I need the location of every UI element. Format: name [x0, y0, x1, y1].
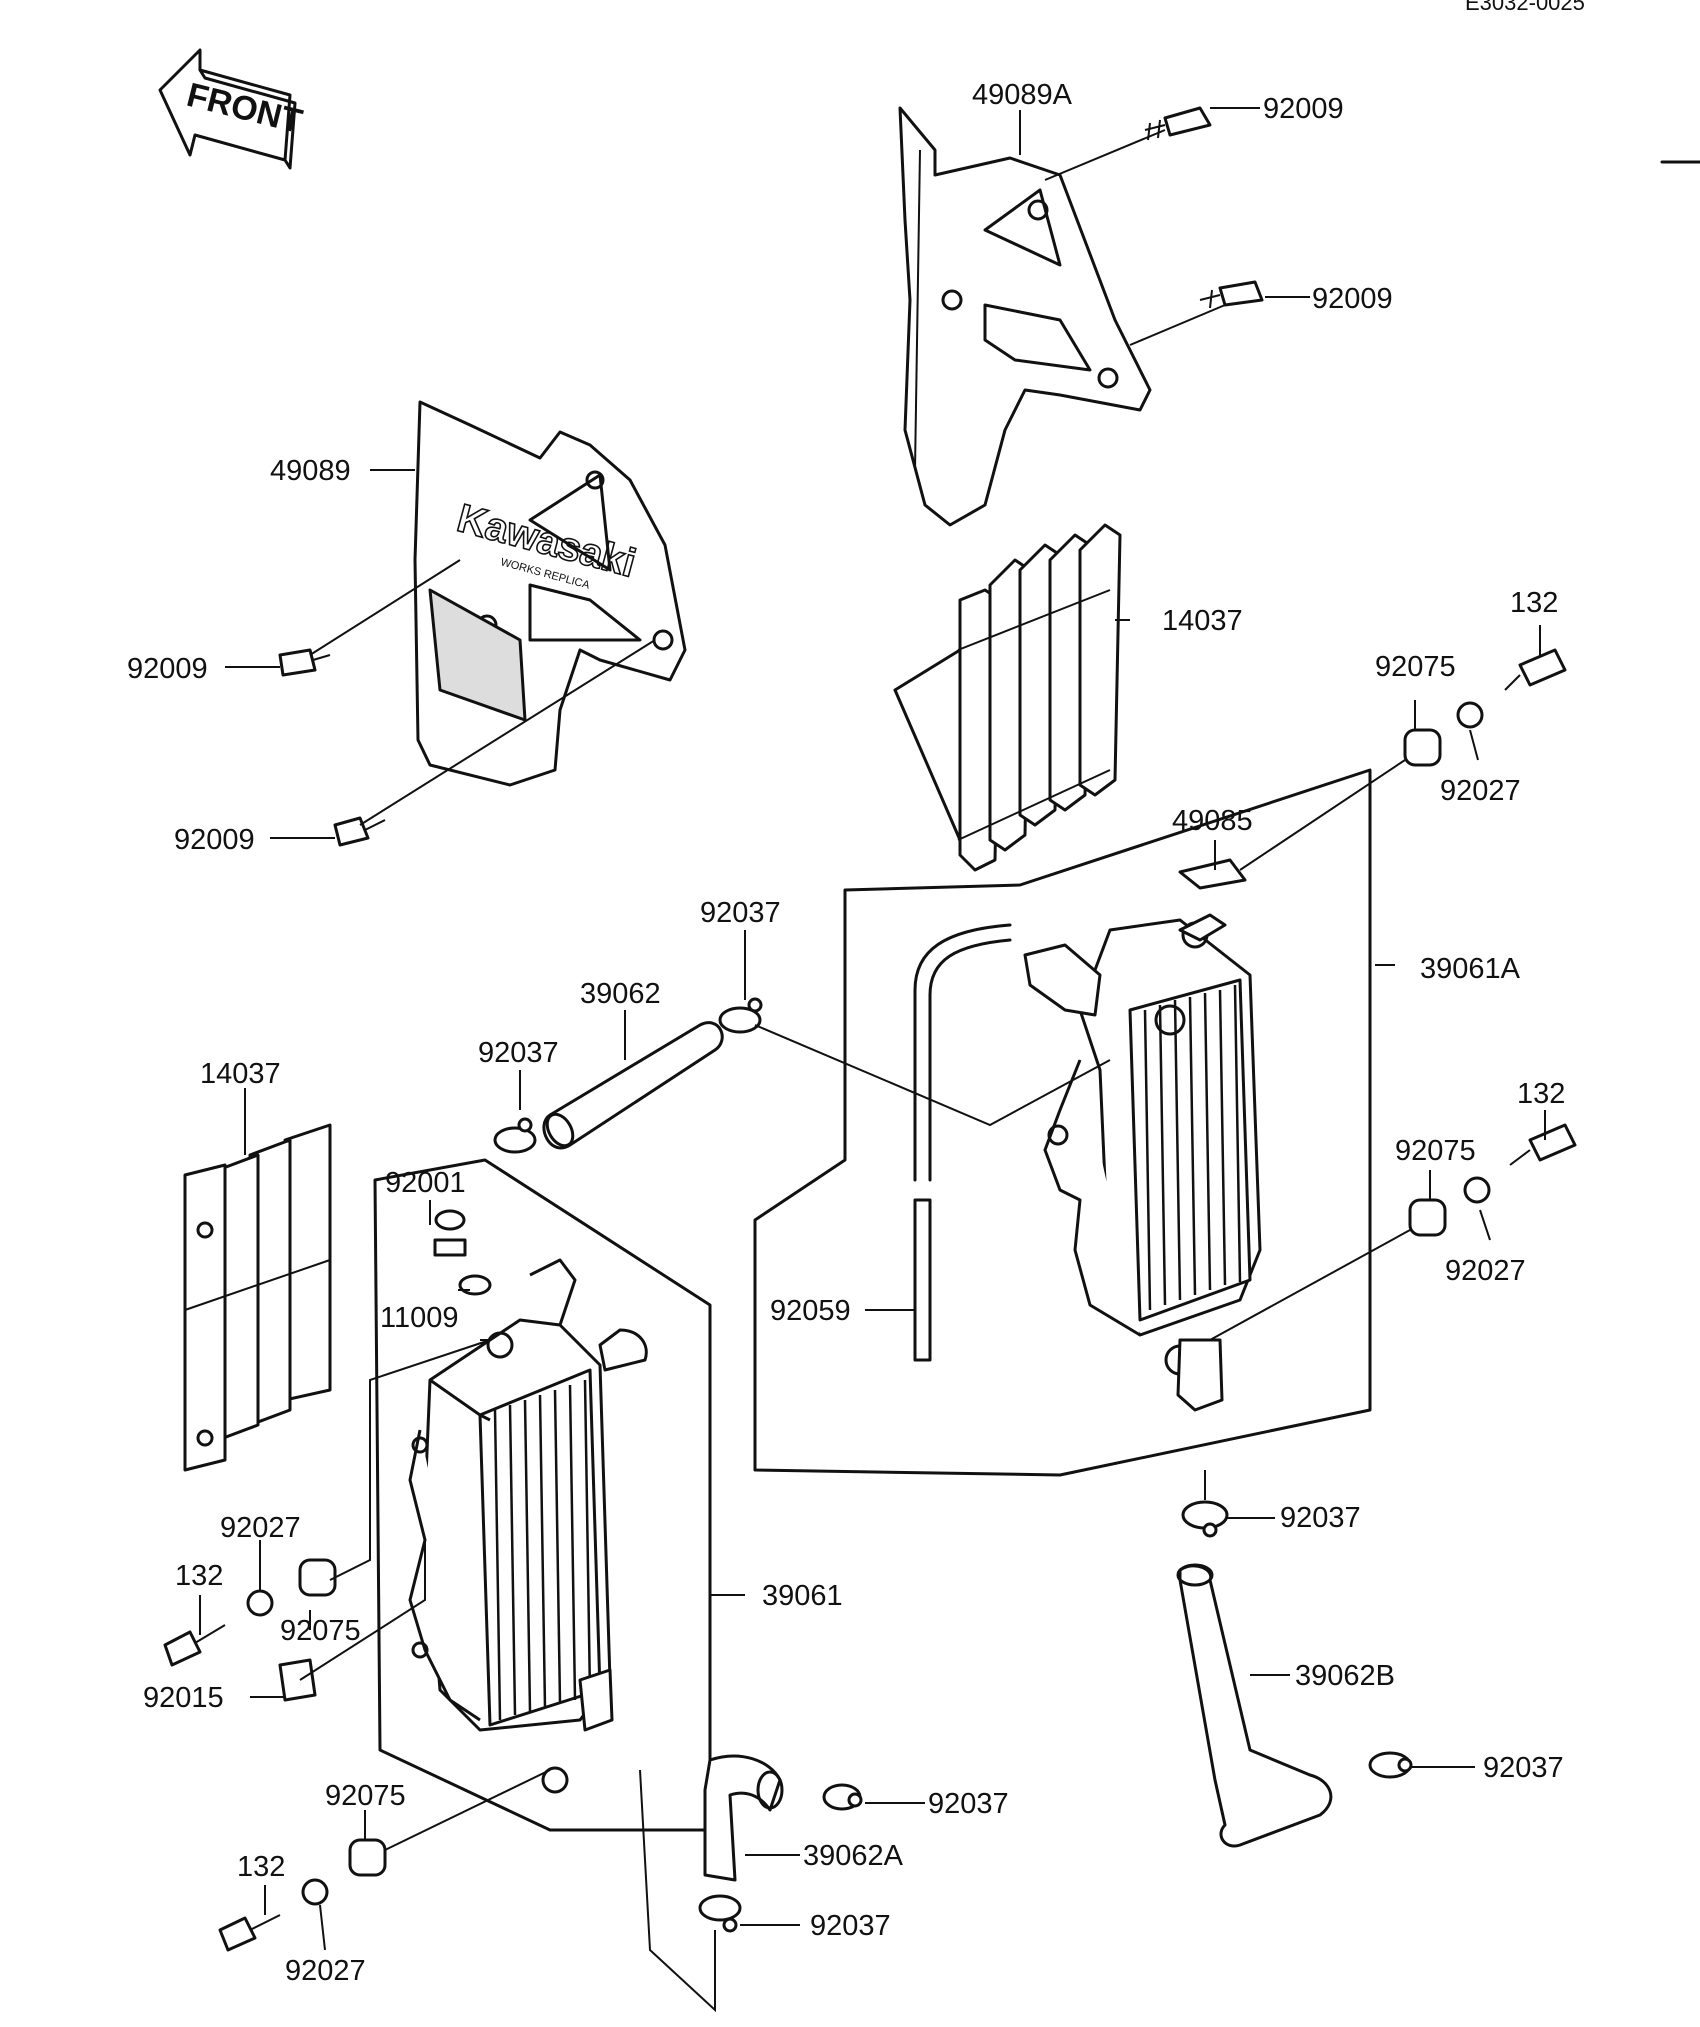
front-arrow-icon: FRONT	[158, 48, 306, 170]
clamp-icon	[493, 997, 1413, 1933]
label-14037-a: 14037	[1162, 605, 1243, 637]
label-14037-b: 14037	[200, 1058, 281, 1090]
hose-39062	[542, 1021, 724, 1150]
label-92059: 92059	[770, 1295, 851, 1327]
label-132-a: 132	[1510, 587, 1558, 619]
label-132-c: 132	[175, 1560, 223, 1592]
bolt-icon	[163, 106, 1577, 1952]
label-92075-c: 92075	[280, 1615, 361, 1647]
overflow-tube-92059	[913, 923, 1012, 1362]
grommet-icon	[246, 701, 1491, 1906]
label-92027-a: 92027	[1440, 775, 1521, 807]
label-92009-a: 92009	[1263, 93, 1344, 125]
label-92027-b: 92027	[1445, 1255, 1526, 1287]
diagram-code: E3032-0025	[1465, 0, 1585, 15]
radiator-left	[373, 1158, 712, 1832]
label-92009-b: 92009	[1312, 283, 1393, 315]
radiator-guard-right	[893, 523, 1122, 872]
label-92037-c: 92037	[1280, 1502, 1361, 1534]
label-92027-d: 92027	[285, 1955, 366, 1987]
part-labels: 49089A 92009 92009 49089 92009 92009 140…	[127, 79, 1565, 1987]
hose-39062b	[1176, 1563, 1333, 1848]
label-49089: 49089	[270, 455, 351, 487]
radiator-right	[753, 768, 1372, 1477]
label-92037-b: 92037	[478, 1037, 559, 1069]
label-39062a: 39062A	[803, 1840, 904, 1872]
label-92009-c: 92009	[127, 653, 208, 685]
radiator-guard-left	[183, 1123, 332, 1472]
label-92075-a: 92075	[1375, 651, 1456, 683]
label-132-d: 132	[237, 1851, 285, 1883]
label-39061: 39061	[762, 1580, 843, 1612]
label-11009: 11009	[380, 1302, 459, 1334]
label-49085: 49085	[1172, 805, 1253, 837]
label-132-b: 132	[1517, 1078, 1565, 1110]
label-49089a: 49089A	[972, 79, 1073, 111]
label-92075-d: 92075	[325, 1780, 406, 1812]
label-39062b: 39062B	[1295, 1660, 1395, 1692]
label-92075-b: 92075	[1395, 1135, 1476, 1167]
shroud-49089: Kawasaki WORKS REPLICA	[413, 400, 687, 787]
label-92027-c: 92027	[220, 1512, 301, 1544]
label-92037-f: 92037	[810, 1910, 891, 1942]
shroud-49089a	[898, 106, 1152, 527]
pad-49085	[1178, 858, 1247, 890]
label-92037-d: 92037	[1483, 1752, 1564, 1784]
leader-lines	[199, 107, 1546, 2013]
label-92037-a: 92037	[700, 897, 781, 929]
label-92037-e: 92037	[928, 1788, 1009, 1820]
label-92001: 92001	[385, 1167, 466, 1199]
label-92015: 92015	[143, 1682, 224, 1714]
label-92009-d: 92009	[174, 824, 255, 856]
label-39061a: 39061A	[1420, 953, 1521, 985]
hose-39062a	[703, 1754, 784, 1882]
label-39062: 39062	[580, 978, 661, 1010]
